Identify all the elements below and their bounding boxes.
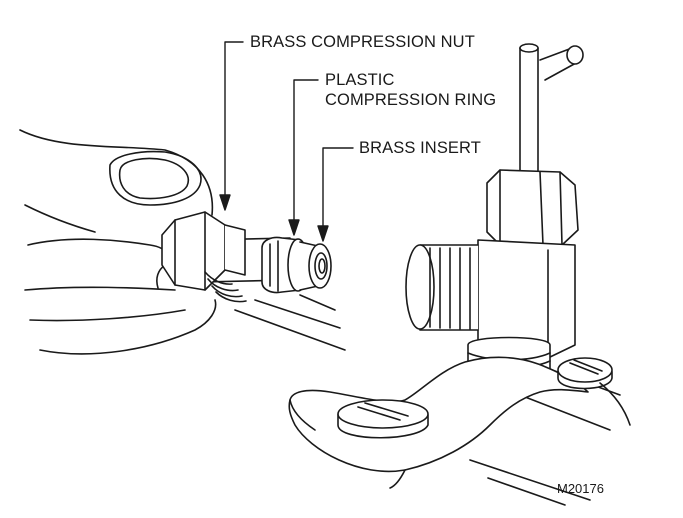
insert-leader-line xyxy=(323,148,353,236)
figure-id: M20176 xyxy=(557,481,604,496)
ring-leader-arrow xyxy=(289,220,299,235)
callout-leaders xyxy=(220,42,353,241)
label-brass-compression-nut: BRASS COMPRESSION NUT xyxy=(250,33,475,51)
brass-compression-nut-drawing xyxy=(162,212,246,302)
brass-insert-drawing xyxy=(300,242,331,290)
label-brass-insert: BRASS INSERT xyxy=(359,139,481,157)
label-plastic: PLASTIC xyxy=(325,71,395,89)
insert-leader-arrow xyxy=(318,226,328,241)
nut-leader-arrow xyxy=(220,195,230,210)
hand-drawing xyxy=(20,130,216,354)
label-compression-ring: COMPRESSION RING xyxy=(325,91,497,109)
nut-leader-line xyxy=(225,42,243,205)
ring-leader-line xyxy=(294,80,318,230)
saddle-clamp-drawing xyxy=(289,357,630,488)
